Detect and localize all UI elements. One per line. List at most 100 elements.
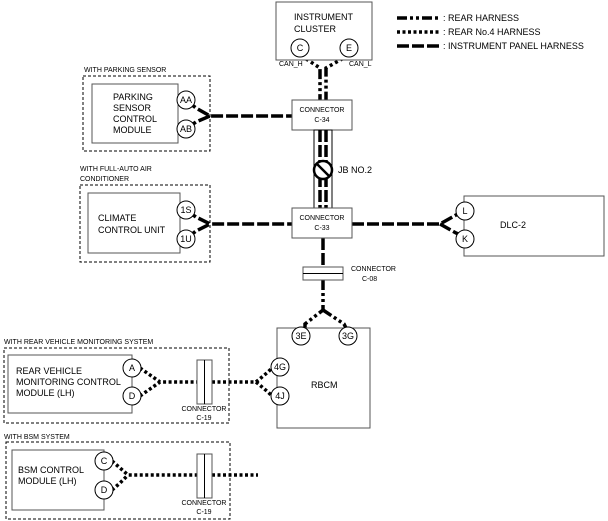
- dlc-pin-l-label: L: [462, 206, 467, 216]
- climate-pin-1s-label: 1S: [180, 205, 191, 215]
- parking-label-2: SENSOR: [113, 103, 152, 113]
- connector-c34-box: [291, 99, 353, 131]
- rbcm-pin-3e: [291, 326, 311, 346]
- rbcm-pin-3g-label: 3G: [342, 331, 354, 341]
- instrument-cluster: INSTRUMENT CLUSTER C E CAN_H CAN_L: [275, 1, 373, 68]
- rbcm-pin-4g-label: 4G: [274, 362, 286, 372]
- bsm-group-label: WITH BSM SYSTEM: [4, 434, 70, 441]
- bsm-group-border: [5, 441, 231, 520]
- dlc-2: DLC-2 L K: [455, 195, 605, 257]
- wire-parking-aa: [184, 98, 292, 118]
- parking-label-4: MODULE: [113, 125, 152, 135]
- climate-group: WITH FULL-AUTO AIR CONDITIONER CLIMATE C…: [79, 166, 211, 263]
- climate-pin-1u-label: 1U: [180, 234, 192, 244]
- connector-c19-lower-label-1: CONNECTOR: [182, 500, 227, 507]
- bsm-label-1: BSM CONTROL: [18, 465, 84, 475]
- connector-c33: CONNECTOR C-33: [291, 207, 353, 239]
- bsm-pin-c: [94, 451, 114, 471]
- climate-group-label-2: CONDITIONER: [80, 176, 129, 183]
- rvm-pin-d: [122, 386, 142, 406]
- rvm-group-label: WITH REAR VEHICLE MONITORING SYSTEM: [4, 339, 153, 346]
- connector-c19-upper: CONNECTOR C-19: [182, 359, 227, 422]
- rbcm-pin-4j-label: 4J: [275, 391, 285, 401]
- wire-can-h: [299, 53, 322, 100]
- rvm-pin-a: [122, 358, 142, 378]
- rvm-pin-a-label: A: [129, 363, 135, 373]
- parking-pin-aa-label: AA: [180, 95, 192, 105]
- junction-block-label: JB NO.2: [338, 165, 372, 175]
- connector-c33-label-1: CONNECTOR: [300, 215, 345, 222]
- legend-ip-label: : INSTRUMENT PANEL HARNESS: [443, 41, 584, 51]
- junction-block: JB NO.2: [312, 129, 372, 209]
- wire-rbcm-3e: [303, 280, 325, 328]
- parking-pin-ab-label: AB: [180, 124, 192, 134]
- can-h-label: CAN_H: [279, 61, 303, 68]
- rvm-group: WITH REAR VEHICLE MONITORING SYSTEM REAR…: [3, 339, 230, 424]
- connector-c33-label-2: C-33: [314, 225, 329, 232]
- wire-dlc-l: [352, 210, 465, 226]
- connector-c34: CONNECTOR C-34: [291, 99, 353, 131]
- wire-rvm-d: [138, 380, 162, 398]
- rvm-label-3: MODULE (LH): [16, 388, 75, 398]
- connector-c19-upper-label-2: C-19: [196, 415, 211, 422]
- connector-c33-box: [291, 207, 353, 239]
- connector-c19-lower: CONNECTOR C-19: [182, 453, 227, 516]
- parking-module-box: [91, 83, 179, 144]
- climate-label-1: CLIMATE: [98, 213, 136, 223]
- bsm-pin-d: [94, 480, 114, 500]
- connector-c34-label-2: C-34: [314, 117, 329, 124]
- rvm-group-border: [3, 347, 230, 424]
- cluster-pin-c: [290, 38, 310, 58]
- wire-c19-4j: [254, 380, 274, 398]
- connector-c08-label-1: CONNECTOR: [351, 266, 396, 273]
- parking-label-3: CONTROL: [113, 114, 157, 124]
- climate-group-border: [79, 184, 211, 263]
- legend: : REAR HARNESS : REAR No.4 HARNESS : INS…: [397, 13, 584, 51]
- dlc-pin-k: [455, 229, 475, 249]
- bsm-module-box: [11, 449, 105, 511]
- climate-unit-box: [87, 192, 181, 254]
- wire-can-l: [324, 53, 350, 100]
- cluster-pin-e-label: E: [346, 43, 352, 53]
- rbcm-pin-4j: [270, 386, 290, 406]
- rbcm-pin-4g: [270, 357, 290, 377]
- dlc-box: [463, 195, 605, 257]
- junction-block-slash: [316, 163, 330, 177]
- parking-pin-ab: [176, 119, 196, 139]
- bsm-label-2: MODULE (LH): [18, 476, 77, 486]
- connector-c19-upper-label-1: CONNECTOR: [182, 406, 227, 413]
- bsm-pin-d-label: D: [101, 485, 108, 495]
- legend-rear-label: : REAR HARNESS: [443, 13, 519, 23]
- wire-rvm-a: [138, 366, 197, 384]
- rbcm-label: RBCM: [311, 380, 338, 390]
- parking-group-border: [82, 75, 211, 152]
- bsm-group: WITH BSM SYSTEM BSM CONTROL MODULE (LH) …: [4, 434, 231, 520]
- rbcm-pin-3e-label: 3E: [295, 331, 306, 341]
- parking-group-label: WITH PARKING SENSOR: [84, 67, 166, 74]
- dlc-pin-l: [455, 201, 475, 221]
- connector-c19-lower-label-2: C-19: [196, 509, 211, 516]
- rvm-pin-d-label: D: [129, 391, 136, 401]
- instrument-cluster-label-2: CLUSTER: [294, 24, 337, 34]
- rbcm-box: [276, 327, 371, 429]
- parking-sensor-group: WITH PARKING SENSOR PARKING SENSOR CONTR…: [82, 67, 211, 152]
- wire-bsm-d: [110, 473, 130, 492]
- cluster-pin-e: [339, 38, 359, 58]
- can-l-label: CAN_L: [349, 61, 372, 68]
- rbcm: RBCM 3E 3G 4G 4J: [270, 326, 371, 429]
- wire-c19-4g: [212, 366, 274, 384]
- climate-label-2: CONTROL UNIT: [98, 225, 166, 235]
- dlc-label: DLC-2: [500, 220, 526, 230]
- wire-bsm-c: [110, 459, 197, 477]
- rvm-label-1: REAR VEHICLE: [16, 366, 82, 376]
- parking-pin-aa: [176, 90, 196, 110]
- parking-label-1: PARKING: [113, 92, 153, 102]
- climate-pin-1u: [176, 229, 196, 249]
- wire-climate-1s: [184, 208, 292, 226]
- connector-c34-label-1: CONNECTOR: [300, 107, 345, 114]
- rbcm-pin-3g: [338, 326, 358, 346]
- legend-rear4-label: : REAR No.4 HARNESS: [443, 27, 541, 37]
- instrument-cluster-label-1: INSTRUMENT: [294, 12, 353, 22]
- climate-pin-1s: [176, 200, 196, 220]
